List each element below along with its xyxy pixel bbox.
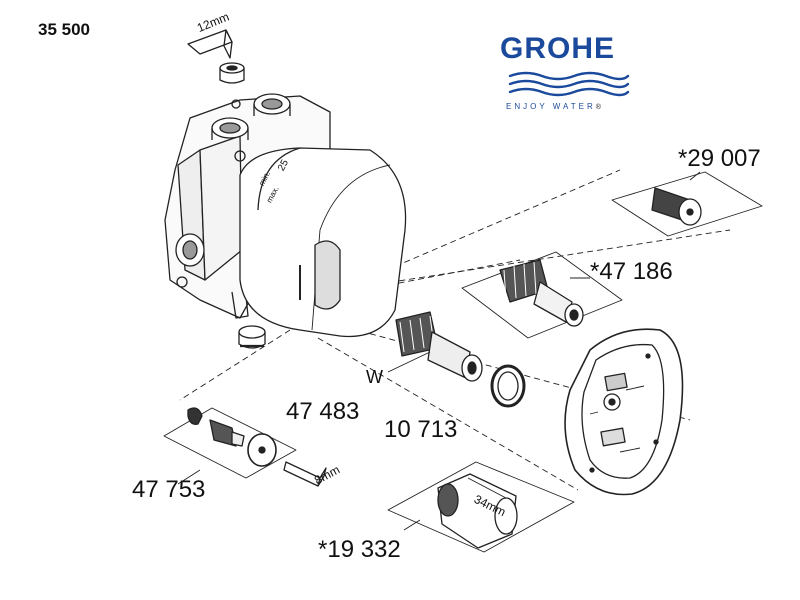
part-number-47483: 47 483 bbox=[286, 398, 360, 425]
escutcheon-plate bbox=[564, 328, 684, 496]
part-number-47186: *47 186 bbox=[590, 258, 673, 285]
brand-name: GROHE bbox=[500, 32, 616, 65]
grohe-logo: GROHE ENJOY WATER® bbox=[500, 32, 636, 111]
part-number-19332: *19 332 bbox=[318, 536, 401, 563]
hex-key-8mm bbox=[283, 461, 327, 487]
registered-mark: ® bbox=[595, 104, 601, 111]
plaster-guard bbox=[239, 147, 407, 338]
sleeve-19332 bbox=[387, 461, 575, 553]
top-plug bbox=[219, 62, 245, 84]
cartridge-47186 bbox=[461, 251, 623, 339]
marker-w: W bbox=[366, 367, 383, 387]
check-valve-29007 bbox=[611, 171, 763, 237]
document-code: 35 500 bbox=[38, 20, 90, 39]
valve-set-47753 bbox=[163, 407, 297, 479]
part-number-47753: 47 753 bbox=[132, 476, 206, 503]
brand-slogan: ENJOY WATER bbox=[506, 102, 596, 111]
part-number-29007: *29 007 bbox=[678, 145, 761, 172]
brand-slogan-row: ENJOY WATER® bbox=[506, 96, 601, 114]
part-number-10713: 10 713 bbox=[384, 416, 458, 443]
cartridge-47483 bbox=[387, 311, 483, 382]
label-leaders bbox=[177, 171, 701, 531]
bottom-plug bbox=[238, 325, 266, 349]
hex-key-12mm bbox=[187, 29, 233, 59]
wave-icon bbox=[508, 71, 630, 97]
ring-10713 bbox=[490, 364, 526, 408]
